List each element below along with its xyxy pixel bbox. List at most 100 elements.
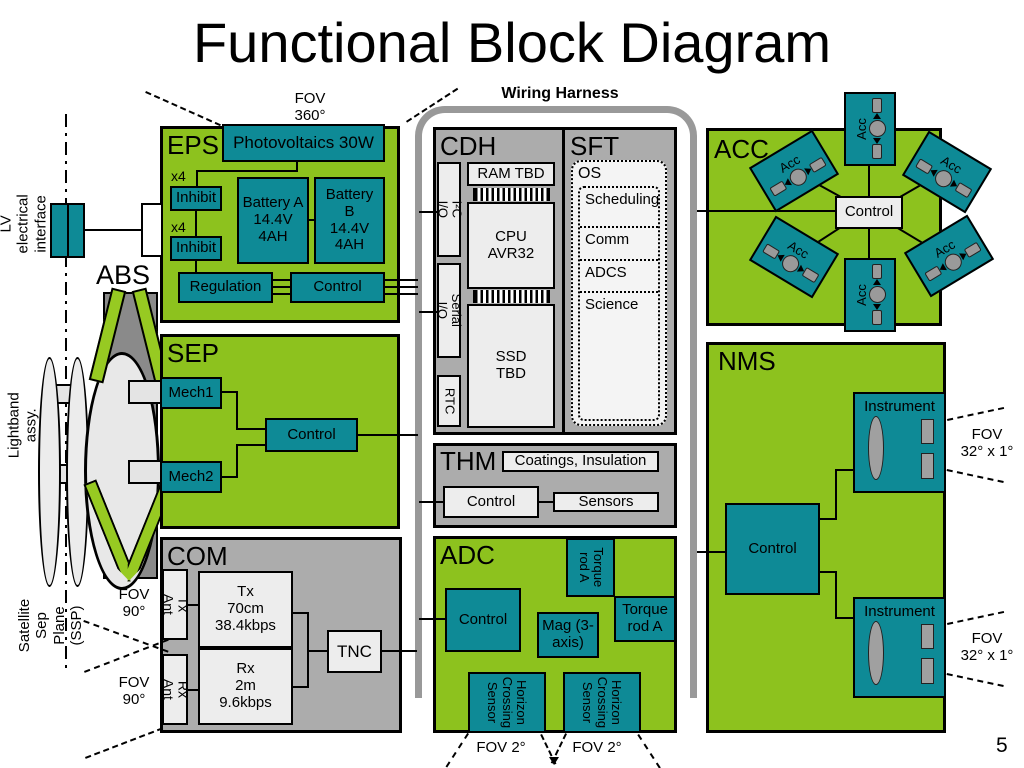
nms-instrument-bottom-box: Instrument xyxy=(853,597,946,698)
adc-horizon-sensor-left-box: Horizon Crossing Sensor xyxy=(468,672,546,733)
sft-os-label: OS xyxy=(578,165,602,182)
acc-sensor-top: Acc xyxy=(844,92,896,166)
cdh-cpu-top-connector xyxy=(473,188,550,201)
connector-line xyxy=(357,434,418,436)
fov-dashed-line xyxy=(947,406,1005,421)
eps-control-box: Control xyxy=(290,272,385,303)
lv-interface-connector xyxy=(50,203,85,258)
fov-eps-label: FOV 360° xyxy=(294,90,326,125)
adc-label: ADC xyxy=(440,540,495,570)
sft-module-adcs: ADCS xyxy=(580,261,658,293)
eps-x4-bottom-label: x4 xyxy=(171,219,186,235)
connector-line xyxy=(835,571,837,619)
accelerometer-icon xyxy=(868,264,886,326)
acc-bus-line xyxy=(697,210,836,212)
sft-modules-box: Scheduling Comm ADCS Science xyxy=(578,186,660,421)
power-line xyxy=(384,293,418,295)
acc-line-bottom xyxy=(868,228,870,264)
connector-line xyxy=(186,604,199,606)
connector-line xyxy=(538,501,554,503)
lightband-ring-1 xyxy=(38,357,61,587)
cdh-serial-io-box: Serial I/O xyxy=(435,263,464,358)
thm-label: THM xyxy=(440,446,497,476)
power-line xyxy=(384,279,418,281)
adc-magnetometer-box: Mag (3- axis) xyxy=(537,612,599,658)
sft-module-science: Science xyxy=(585,296,639,313)
acc-line-top xyxy=(868,162,870,197)
power-line xyxy=(384,286,418,288)
adc-horizon-sensor-right-box: Horizon Crossing Sensor xyxy=(563,672,641,733)
eps-battery-b-box: Battery B 14.4V 4AH xyxy=(314,177,385,264)
power-line xyxy=(273,293,291,295)
com-rx-antenna-box: Rx Ant xyxy=(160,654,191,725)
nms-label: NMS xyxy=(718,346,776,376)
lightband-tab-mech2 xyxy=(128,460,162,484)
fov-dashed-line xyxy=(946,673,1004,688)
connector-line xyxy=(236,444,238,478)
fov-dashed-line xyxy=(84,638,169,673)
connector-line xyxy=(419,501,444,503)
com-tx-antenna-box: Tx Ant xyxy=(160,569,191,640)
fov-adc-right-label: FOV 2° xyxy=(572,739,622,756)
acc-label: ACC xyxy=(714,134,769,164)
wiring-harness-label: Wiring Harness xyxy=(501,85,619,102)
connector-line xyxy=(419,311,438,313)
fov-dashed-line xyxy=(946,469,1004,484)
connector-line xyxy=(236,391,238,430)
connector-line xyxy=(419,618,446,620)
lv-electrical-interface-label: LV electrical interface xyxy=(0,194,50,254)
adc-torque-rod-vertical-box: Torque rod A xyxy=(566,538,615,597)
fov-arrow-icon xyxy=(549,757,559,765)
connector-line xyxy=(296,160,298,172)
accelerometer-icon xyxy=(868,98,886,160)
nms-control-box: Control xyxy=(725,503,820,595)
connector-line xyxy=(819,571,837,573)
cdh-i2c-io-box: I²C I/O xyxy=(435,162,464,257)
sft-module-scheduling: Scheduling xyxy=(580,188,659,228)
thm-sensors-box: Sensors xyxy=(553,492,659,512)
lightband-label: Lightband assy. xyxy=(5,392,40,459)
wiring-harness-outline xyxy=(415,106,697,698)
connector-line xyxy=(222,476,238,478)
com-tnc-box: TNC xyxy=(327,630,382,673)
sep-mech2-box: Mech2 xyxy=(160,461,222,493)
connector-line xyxy=(835,469,837,520)
connector-line xyxy=(196,170,298,172)
eps-inhibit-top-box: Inhibit xyxy=(170,186,222,211)
fov-com-tx-label: FOV 90° xyxy=(118,586,150,621)
instrument-detector-icon xyxy=(921,658,934,684)
lightband-tab-mech1 xyxy=(128,380,162,404)
com-label: COM xyxy=(167,541,228,571)
connector-line xyxy=(186,689,199,691)
instrument-detector-icon xyxy=(921,624,934,649)
nms-instrument-top-box: Instrument xyxy=(853,392,946,493)
fov-dashed-line xyxy=(145,91,221,127)
connector-line xyxy=(236,428,266,430)
connector-line xyxy=(835,469,854,471)
fov-dashed-line xyxy=(445,732,469,768)
fov-dashed-line xyxy=(85,727,164,759)
sep-label: SEP xyxy=(167,338,220,368)
fov-nms-top-label: FOV 32° x 1° xyxy=(960,426,1014,461)
eps-inhibit-bottom-box: Inhibit xyxy=(170,236,222,261)
adc-torque-rod-horizontal-box: Torque rod A xyxy=(614,596,676,642)
instrument-lens-icon xyxy=(868,621,884,685)
connector-line xyxy=(419,211,438,213)
page-number: 5 xyxy=(996,734,1008,757)
instrument-detector-icon xyxy=(921,453,934,479)
adc-control-box: Control xyxy=(445,588,521,652)
cdh-label: CDH xyxy=(440,131,497,161)
page-title: Functional Block Diagram xyxy=(192,11,832,74)
eps-x4-top-label: x4 xyxy=(171,168,186,184)
acc-control-box: Control xyxy=(835,196,903,229)
eps-inhibit-bracket xyxy=(141,203,163,257)
connector-line xyxy=(819,518,837,520)
cdh-ssd-box: SSD TBD xyxy=(467,304,555,428)
connector-line xyxy=(381,650,417,652)
acc-sensor-bottom: Acc xyxy=(844,258,896,332)
connector-line xyxy=(835,617,854,619)
cdh-ram-box: RAM TBD xyxy=(467,162,555,186)
fov-dashed-line xyxy=(83,620,169,653)
fov-adc-left-label: FOV 2° xyxy=(476,739,526,756)
sep-mech1-box: Mech1 xyxy=(160,377,222,409)
